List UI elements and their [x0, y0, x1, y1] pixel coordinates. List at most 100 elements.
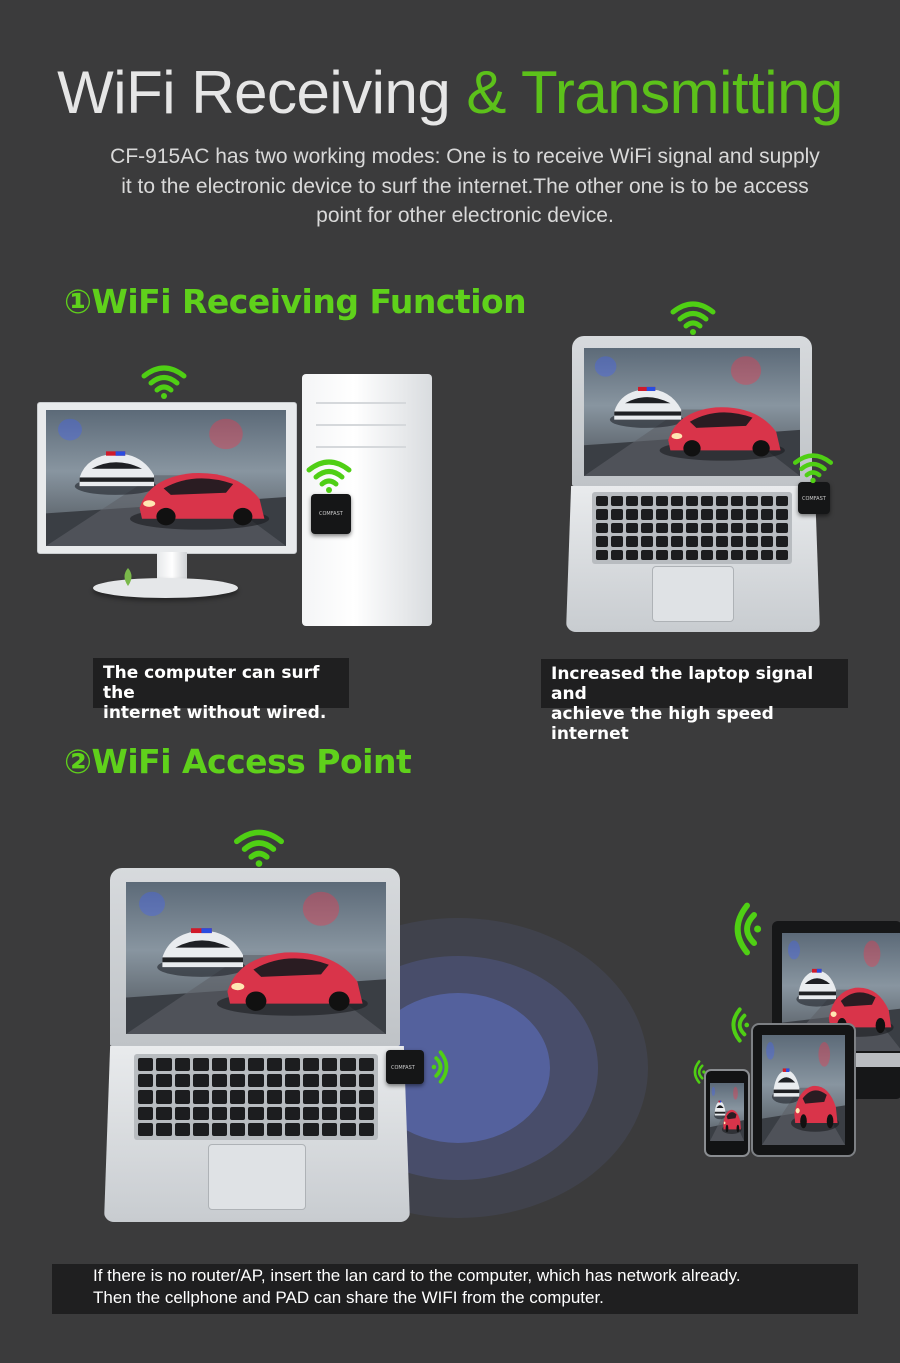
caption-desktop-line-1: The computer can surf the	[103, 663, 320, 703]
page-title: WiFi Receiving & Transmitting	[0, 58, 900, 127]
keyboard-key	[248, 1106, 264, 1120]
keyboard-key	[761, 509, 773, 520]
wifi-icon	[670, 301, 716, 335]
wifi-icon	[734, 902, 762, 956]
keyboard-key	[174, 1122, 191, 1136]
keyboard-key	[776, 496, 788, 507]
keyboard-key	[340, 1106, 356, 1120]
keyboard-key	[746, 522, 758, 534]
keyboard-key	[358, 1090, 374, 1104]
caption-desktop: The computer can surf the internet witho…	[93, 658, 349, 723]
keyboard-key	[746, 496, 758, 507]
keyboard-key	[716, 522, 728, 534]
intro-paragraph: CF-915AC has two working modes: One is t…	[100, 142, 830, 231]
keyboard-key	[641, 496, 653, 507]
keyboard-key	[671, 522, 683, 534]
keyboard-key	[156, 1074, 172, 1088]
keyboard-key	[266, 1058, 283, 1072]
keyboard-key	[776, 509, 788, 520]
keyboard-key	[641, 536, 653, 547]
keyboard-key	[358, 1106, 374, 1120]
keyboard-key	[156, 1122, 172, 1136]
keyboard-key	[248, 1122, 264, 1136]
keyboard-key	[731, 549, 743, 560]
keyboard-key	[671, 549, 683, 560]
keyboard-key	[716, 496, 728, 507]
keyboard-key	[701, 549, 713, 560]
keyboard-key	[303, 1090, 319, 1104]
keyboard-key	[641, 509, 653, 520]
keyboard-key	[266, 1122, 283, 1136]
keyboard-key	[321, 1106, 338, 1120]
note-line-1: If there is no router/AP, insert the lan…	[93, 1266, 741, 1285]
smartphone-device	[704, 1069, 750, 1157]
keyboard-key	[746, 549, 758, 560]
keyboard-key	[193, 1106, 209, 1120]
keyboard-key	[626, 509, 638, 520]
wifi-icon	[234, 829, 284, 867]
keyboard-key	[626, 496, 638, 507]
keyboard-key	[596, 536, 608, 547]
laptop-access-point	[104, 868, 410, 1224]
keyboard-key	[340, 1058, 356, 1072]
keyboard-key	[731, 536, 743, 547]
keyboard-key	[193, 1090, 209, 1104]
keyboard-key	[138, 1122, 154, 1136]
laptop2-keyboard	[134, 1054, 378, 1140]
keyboard-key	[761, 549, 773, 560]
keyboard-key	[358, 1058, 374, 1072]
section-title-receiving: ①WiFi Receiving Function	[64, 282, 527, 321]
keyboard-key	[656, 522, 668, 534]
keyboard-key	[303, 1106, 319, 1120]
tablet-device	[751, 1023, 856, 1157]
laptop-receiving	[566, 336, 821, 632]
keyboard-key	[340, 1122, 356, 1136]
keyboard-key	[211, 1122, 227, 1136]
leaf-logo	[124, 568, 132, 586]
keyboard-key	[596, 549, 608, 560]
access-point-note: If there is no router/AP, insert the lan…	[52, 1264, 858, 1314]
keyboard-key	[686, 509, 698, 520]
keyboard-key	[761, 496, 773, 507]
wifi-icon	[693, 1060, 706, 1084]
keyboard-key	[641, 549, 653, 560]
keyboard-key	[596, 522, 608, 534]
keyboard-key	[248, 1090, 264, 1104]
keyboard-key	[156, 1058, 172, 1072]
keyboard-key	[266, 1090, 283, 1104]
keyboard-key	[656, 509, 668, 520]
intro-line-2: it to the electronic device to surf the …	[121, 174, 809, 198]
keyboard-key	[611, 509, 623, 520]
wifi-icon	[141, 365, 187, 399]
laptop-trackpad	[652, 566, 734, 622]
usb-wifi-dongle: COMFAST	[311, 494, 351, 534]
keyboard-key	[156, 1106, 172, 1120]
keyboard-key	[248, 1058, 264, 1072]
keyboard-key	[626, 536, 638, 547]
title-part-1: WiFi Receiving	[57, 59, 451, 126]
laptop2-trackpad	[208, 1144, 306, 1210]
wifi-icon	[731, 1007, 750, 1043]
keyboard-key	[321, 1058, 338, 1072]
keyboard-key	[285, 1058, 301, 1072]
keyboard-key	[229, 1122, 246, 1136]
keyboard-key	[761, 522, 773, 534]
keyboard-key	[229, 1074, 246, 1088]
title-part-2: & Transmitting	[466, 59, 843, 126]
keyboard-key	[358, 1074, 374, 1088]
keyboard-key	[716, 549, 728, 560]
keyboard-key	[626, 549, 638, 560]
keyboard-key	[611, 536, 623, 547]
keyboard-key	[156, 1090, 172, 1104]
usb-wifi-dongle-ap: COMFAST	[386, 1050, 424, 1084]
keyboard-key	[761, 536, 773, 547]
wifi-icon	[793, 453, 833, 484]
keyboard-key	[174, 1074, 191, 1088]
keyboard-key	[731, 496, 743, 507]
keyboard-key	[303, 1058, 319, 1072]
keyboard-key	[731, 522, 743, 534]
keyboard-key	[716, 509, 728, 520]
caption-desktop-line-2: internet without wired.	[103, 703, 327, 723]
keyboard-key	[731, 509, 743, 520]
keyboard-key	[211, 1106, 227, 1120]
